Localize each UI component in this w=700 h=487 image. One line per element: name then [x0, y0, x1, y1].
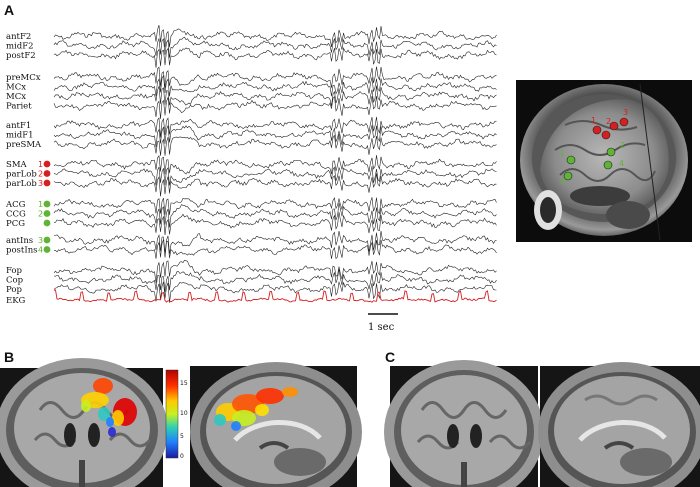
channel-label: EKG — [6, 296, 26, 306]
channel-label: postF2 — [6, 51, 36, 61]
electrode-number: 1 — [38, 200, 43, 209]
eeg-trace — [53, 74, 497, 97]
eeg-trace — [53, 134, 497, 156]
channel-label: postIns — [6, 246, 38, 256]
colorbar-tick-5: 5 — [180, 433, 184, 440]
channel-label: parLob — [6, 170, 37, 180]
eeg-trace — [53, 165, 497, 186]
eeg-trace — [53, 85, 497, 107]
channel-label: MCx — [6, 83, 26, 93]
mri-green-3: 3 — [560, 177, 565, 186]
mri-red-contacts: 1 2 3 — [591, 108, 629, 140]
mri-green-2: 2 — [620, 141, 625, 150]
mri-red-3: 3 — [623, 108, 628, 117]
channel-label: Cop — [6, 276, 24, 286]
channel-label: Pop — [6, 285, 22, 295]
mri-green-4: 4 — [619, 159, 624, 168]
electrode-marker — [43, 210, 51, 217]
electrode-marker — [43, 246, 51, 253]
mri-red-1: 1 — [591, 116, 596, 125]
eeg-trace — [54, 239, 497, 260]
eeg-trace — [53, 116, 497, 138]
colorbar-tick-0: 0 — [180, 453, 184, 460]
channel-label: SMA — [6, 160, 28, 170]
eeg-trace — [53, 36, 497, 58]
electrode-marker — [43, 236, 51, 244]
electrode-marker — [43, 200, 51, 208]
mri-green-1: 1 — [560, 149, 565, 158]
mri-red-2: 2 — [606, 117, 611, 126]
colorbar: 15 10 5 0 — [165, 369, 188, 460]
eeg-trace — [53, 154, 497, 175]
channel-label: ACG — [5, 200, 26, 210]
electrode-marker — [43, 179, 51, 187]
eeg-trace — [53, 268, 497, 292]
channel-label: PCG — [6, 219, 25, 229]
electrode-marker — [43, 219, 51, 227]
panel-b-sagittal-mri — [190, 362, 362, 487]
sagittal-mri-electrodes: 1 2 3 1 2 3 4 — [516, 80, 692, 242]
channel-label: CCG — [6, 210, 26, 220]
electrode-number: 4 — [38, 246, 43, 255]
eeg-trace — [53, 95, 497, 119]
channel-label: Fop — [6, 266, 23, 276]
channel-label: Pariet — [6, 102, 32, 112]
channel-label: preSMA — [6, 140, 42, 150]
eeg-trace — [53, 281, 497, 303]
colorbar-tick-10: 10 — [180, 410, 188, 417]
eeg-recording: antF2midF2postF2preMCxMCxMCxParietantF1m… — [5, 25, 497, 306]
panel-c-letter: C — [385, 349, 395, 365]
eeg-trace — [53, 202, 497, 228]
electrode-number: 3 — [38, 179, 43, 188]
eeg-trace — [53, 66, 497, 88]
eeg-trace — [53, 212, 497, 236]
eeg-trace — [53, 173, 497, 197]
channel-label: parLob — [6, 179, 37, 189]
channel-label: midF1 — [6, 131, 34, 141]
eeg-trace — [53, 197, 497, 215]
electrode-number: 3 — [38, 236, 43, 245]
electrode-number: 1 — [38, 160, 43, 169]
electrode-marker — [43, 160, 51, 168]
channel-label: antF2 — [6, 32, 31, 42]
panel-b-letter: B — [4, 349, 14, 365]
channel-label: antF1 — [6, 121, 31, 131]
channel-label: MCx — [6, 92, 26, 102]
colorbar-tick-15: 15 — [180, 380, 188, 387]
panel-c-coronal-mri — [384, 360, 544, 487]
electrode-marker — [43, 170, 51, 177]
eeg-trace — [53, 259, 497, 283]
ekg-trace — [53, 289, 497, 303]
eeg-trace — [53, 25, 497, 48]
panel-b-coronal-mri — [0, 358, 168, 487]
channel-label: preMCx — [6, 73, 41, 83]
channel-label: antIns — [6, 236, 33, 246]
eeg-trace — [53, 125, 497, 148]
mri-green-contacts: 1 2 3 4 — [560, 141, 625, 186]
electrode-number: 2 — [38, 210, 43, 219]
electrode-number: 2 — [38, 170, 43, 179]
panel-a-letter: A — [4, 2, 14, 18]
eeg-trace — [53, 47, 497, 68]
panel-c-sagittal-mri — [538, 362, 700, 487]
eeg-trace — [53, 230, 497, 255]
channel-label: midF2 — [6, 42, 34, 52]
scale-bar-label: 1 sec — [368, 322, 395, 333]
